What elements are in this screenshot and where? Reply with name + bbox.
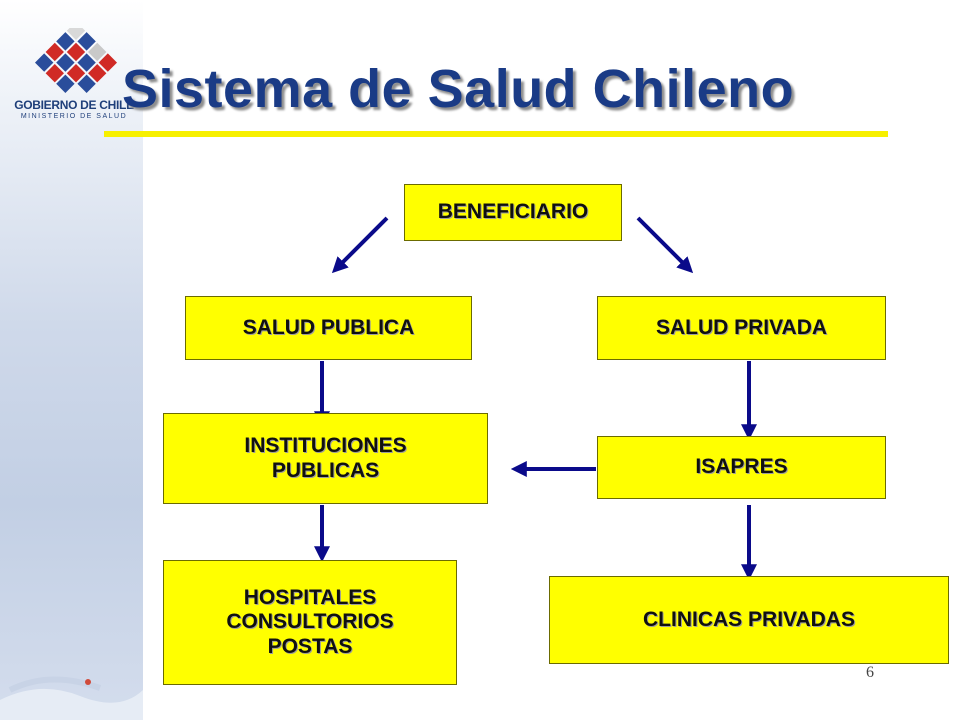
node-instituciones-line-1: INSTITUCIONES	[244, 434, 407, 458]
page-title: Sistema de Salud Chileno	[122, 59, 795, 119]
sidebar-panel: GOBIERNO DE CHILE MINISTERIO DE SALUD	[0, 0, 143, 720]
node-hospitales: HOSPITALES CONSULTORIOS POSTAS	[163, 560, 457, 685]
page-number: 6	[866, 664, 874, 681]
node-clinicas-privadas: CLINICAS PRIVADAS	[549, 576, 949, 664]
node-salud-privada: SALUD PRIVADA	[597, 296, 886, 360]
node-beneficiario-label: BENEFICIARIO	[437, 200, 589, 224]
node-beneficiario: BENEFICIARIO	[404, 184, 622, 241]
node-instituciones-line-2: PUBLICAS	[271, 458, 380, 482]
logo-caption: GOBIERNO DE CHILE MINISTERIO DE SALUD	[14, 98, 134, 120]
logo-line-1: GOBIERNO DE CHILE	[14, 98, 134, 112]
node-clinicas-label: CLINICAS PRIVADAS	[643, 607, 855, 631]
logo-line-2: MINISTERIO DE SALUD	[20, 113, 128, 120]
node-hospitales-line-2: CONSULTORIOS	[226, 610, 394, 634]
node-salud-privada-label: SALUD PRIVADA	[655, 315, 828, 339]
node-isapres-label: ISAPRES	[695, 455, 788, 479]
arrow-beneficiario-to-privada	[636, 216, 694, 274]
title-underline	[104, 131, 888, 137]
node-salud-publica-label: SALUD PUBLICA	[242, 315, 415, 339]
node-hospitales-line-1: HOSPITALES	[243, 585, 377, 609]
node-isapres: ISAPRES	[597, 436, 886, 499]
government-logo-icon	[34, 28, 118, 93]
arrow-beneficiario-to-publica	[331, 216, 389, 274]
node-instituciones-publicas: INSTITUCIONES PUBLICAS	[163, 413, 488, 504]
bottom-decoration-icon	[0, 676, 143, 720]
node-hospitales-line-3: POSTAS	[267, 634, 353, 658]
node-salud-publica: SALUD PUBLICA	[185, 296, 472, 360]
